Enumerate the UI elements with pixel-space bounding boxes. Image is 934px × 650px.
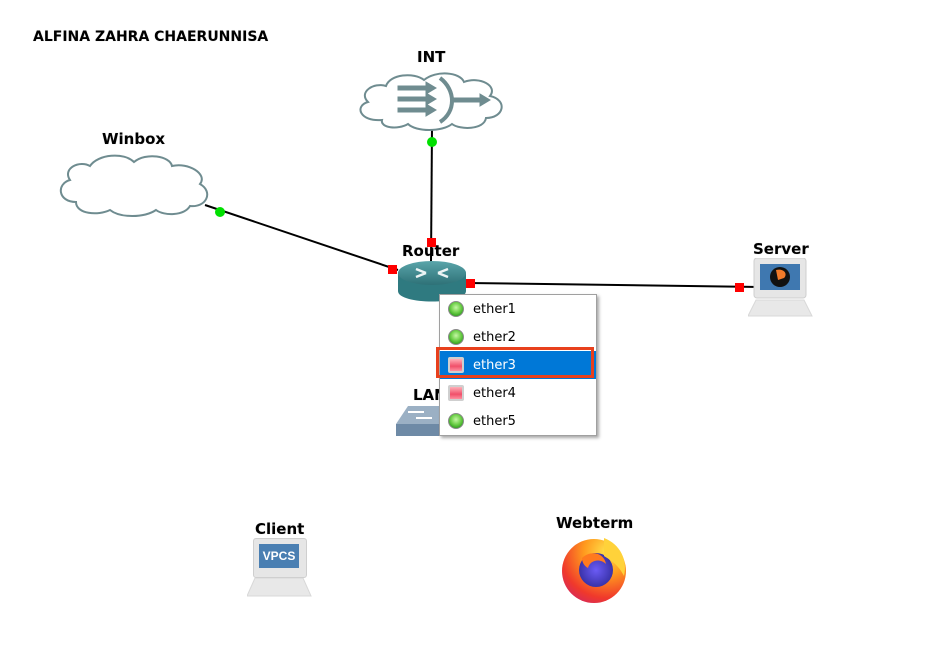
menu-item-ether1[interactable]: ether1 <box>440 295 596 323</box>
menu-item-label: ether3 <box>473 357 516 373</box>
link-status-down-router-n <box>427 238 436 247</box>
vpcs-screen-text: VPCS <box>259 544 299 568</box>
link-status-up-int <box>427 137 437 147</box>
node-label-winbox: Winbox <box>102 130 166 148</box>
menu-item-label: ether5 <box>473 413 516 429</box>
link-router-server[interactable] <box>467 282 761 288</box>
link-status-down-router-w <box>388 265 397 274</box>
link-status-up-winbox <box>215 207 225 217</box>
node-label-int: INT <box>417 48 446 66</box>
menu-item-label: ether1 <box>473 301 516 317</box>
nat-cloud-icon[interactable] <box>352 70 512 132</box>
menu-item-ether2[interactable]: ether2 <box>440 323 596 351</box>
status-up-icon <box>448 329 464 345</box>
node-label-lan: LAN <box>413 386 447 404</box>
status-down-icon <box>448 385 464 401</box>
qemu-host-icon[interactable] <box>748 258 814 318</box>
status-up-icon <box>448 413 464 429</box>
status-up-icon <box>448 301 464 317</box>
status-down-icon <box>448 357 464 373</box>
vpcs-icon[interactable]: VPCS <box>247 538 313 598</box>
node-label-client: Client <box>255 520 305 538</box>
menu-item-ether3[interactable]: ether3 <box>440 351 596 379</box>
link-winbox-router[interactable] <box>204 204 399 271</box>
node-label-router: Router <box>402 242 460 260</box>
menu-item-ether5[interactable]: ether5 <box>440 407 596 435</box>
menu-item-label: ether2 <box>473 329 516 345</box>
firefox-icon[interactable] <box>560 534 630 604</box>
menu-item-ether4[interactable]: ether4 <box>440 379 596 407</box>
interface-context-menu: ether1 ether2 ether3 ether4 ether5 <box>439 294 597 436</box>
node-label-webterm: Webterm <box>556 514 634 532</box>
link-status-down-server <box>735 283 744 292</box>
topology-title: ALFINA ZAHRA CHAERUNNISA <box>33 29 269 45</box>
link-status-down-router-e <box>466 279 475 288</box>
node-label-server: Server <box>753 240 809 258</box>
cloud-icon[interactable] <box>54 150 214 220</box>
menu-item-label: ether4 <box>473 385 516 401</box>
